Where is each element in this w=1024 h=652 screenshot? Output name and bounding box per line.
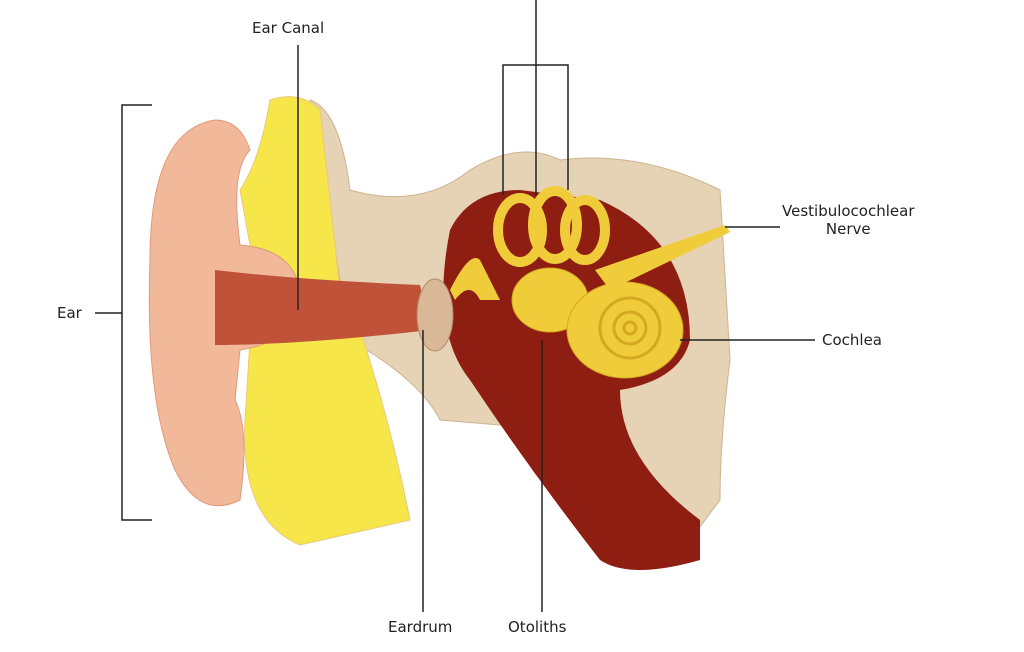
ossicles — [450, 258, 500, 300]
semicircular-canals — [493, 186, 610, 267]
label-ear: Ear — [57, 304, 82, 322]
leader-lines — [95, 0, 815, 612]
eardrum-membrane — [416, 278, 454, 352]
label-vestibulocochlear-line2: Nerve — [825, 220, 871, 238]
ear-bracket — [121, 104, 152, 521]
fat-tissue-upper — [239, 96, 341, 301]
fat-tissue-lower — [244, 329, 411, 546]
label-eardrum: Eardrum — [388, 618, 453, 636]
cochlea-spiral — [566, 281, 684, 379]
vestibulocochlear-nerve — [595, 225, 730, 290]
label-vestibulocochlear-nerve: Vestibulocochlear Nerve — [782, 202, 915, 238]
label-cochlea: Cochlea — [822, 331, 882, 349]
ear-canal-tube — [215, 270, 430, 345]
label-vestibulocochlear-line1: Vestibulocochlear — [782, 202, 915, 220]
label-otoliths: Otoliths — [508, 618, 567, 636]
label-ear-canal: Ear Canal — [252, 19, 325, 37]
